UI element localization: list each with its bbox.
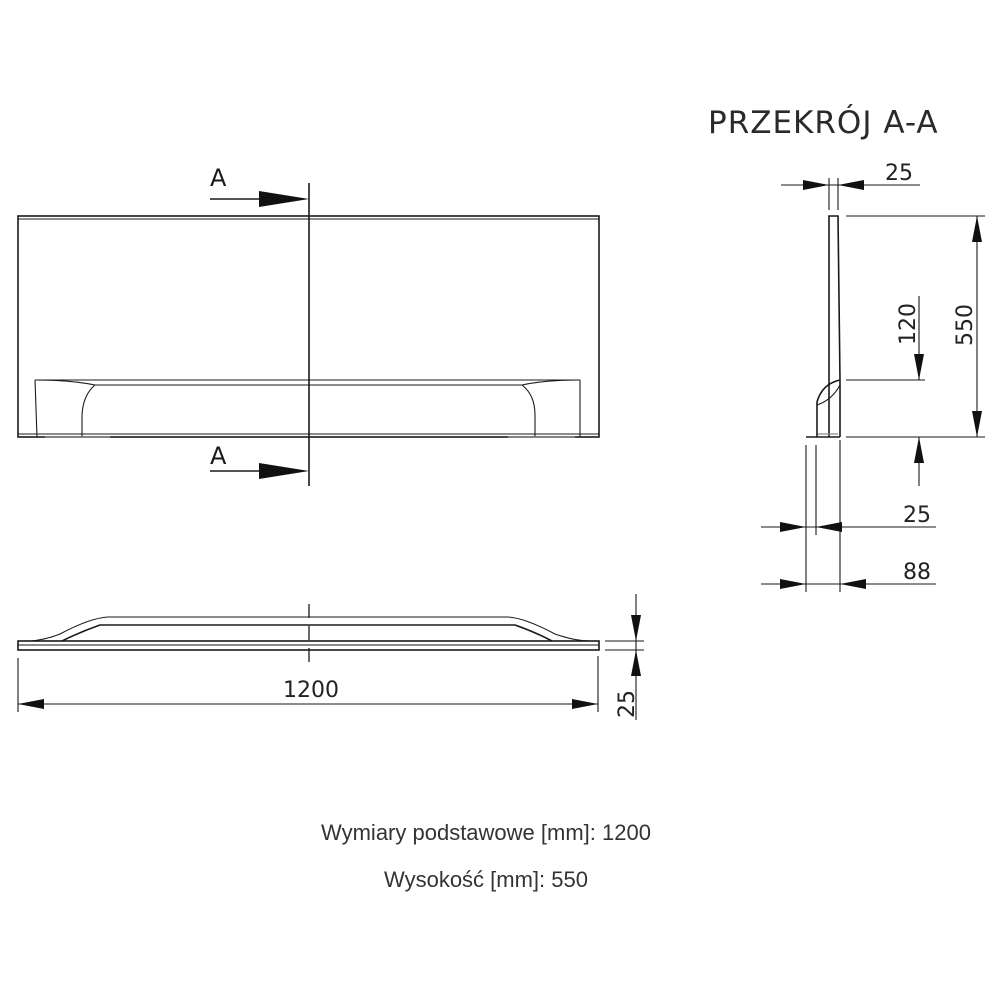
- section-arrow-top: [259, 191, 309, 207]
- section-label-top: A: [210, 164, 227, 192]
- length-dimension: 1200: [283, 678, 339, 703]
- section-title: PRZEKRÓJ A-A: [708, 104, 939, 141]
- top-view-inner-profile: [61, 624, 553, 642]
- top-view: 1200 25: [17, 594, 644, 720]
- top-view-outer-profile: [29, 616, 591, 642]
- left-foot-edge: [34, 379, 38, 438]
- foot-height-dimension: 120: [896, 303, 921, 345]
- front-view: A A: [17, 164, 600, 486]
- left-foot-curve: [34, 379, 97, 437]
- thickness-dimension: 25: [615, 690, 640, 718]
- right-foot-curve: [520, 379, 581, 437]
- section-profile-wall: [828, 215, 841, 437]
- height-caption: Wysokość [mm]: 550: [384, 867, 588, 892]
- section-foot-curve: [816, 379, 841, 437]
- foot-depth-dimension: 88: [903, 560, 931, 585]
- base-dimensions-caption: Wymiary podstawowe [mm]: 1200: [321, 820, 651, 845]
- total-height-dimension: 550: [953, 304, 978, 346]
- section-view: PRZEKRÓJ A-A 25 550 120: [708, 104, 985, 592]
- top-thickness-dimension: 25: [885, 161, 913, 186]
- section-arrow-bottom: [259, 463, 309, 479]
- bottom-thickness-dimension: 25: [903, 503, 931, 528]
- section-label-bottom: A: [210, 442, 227, 470]
